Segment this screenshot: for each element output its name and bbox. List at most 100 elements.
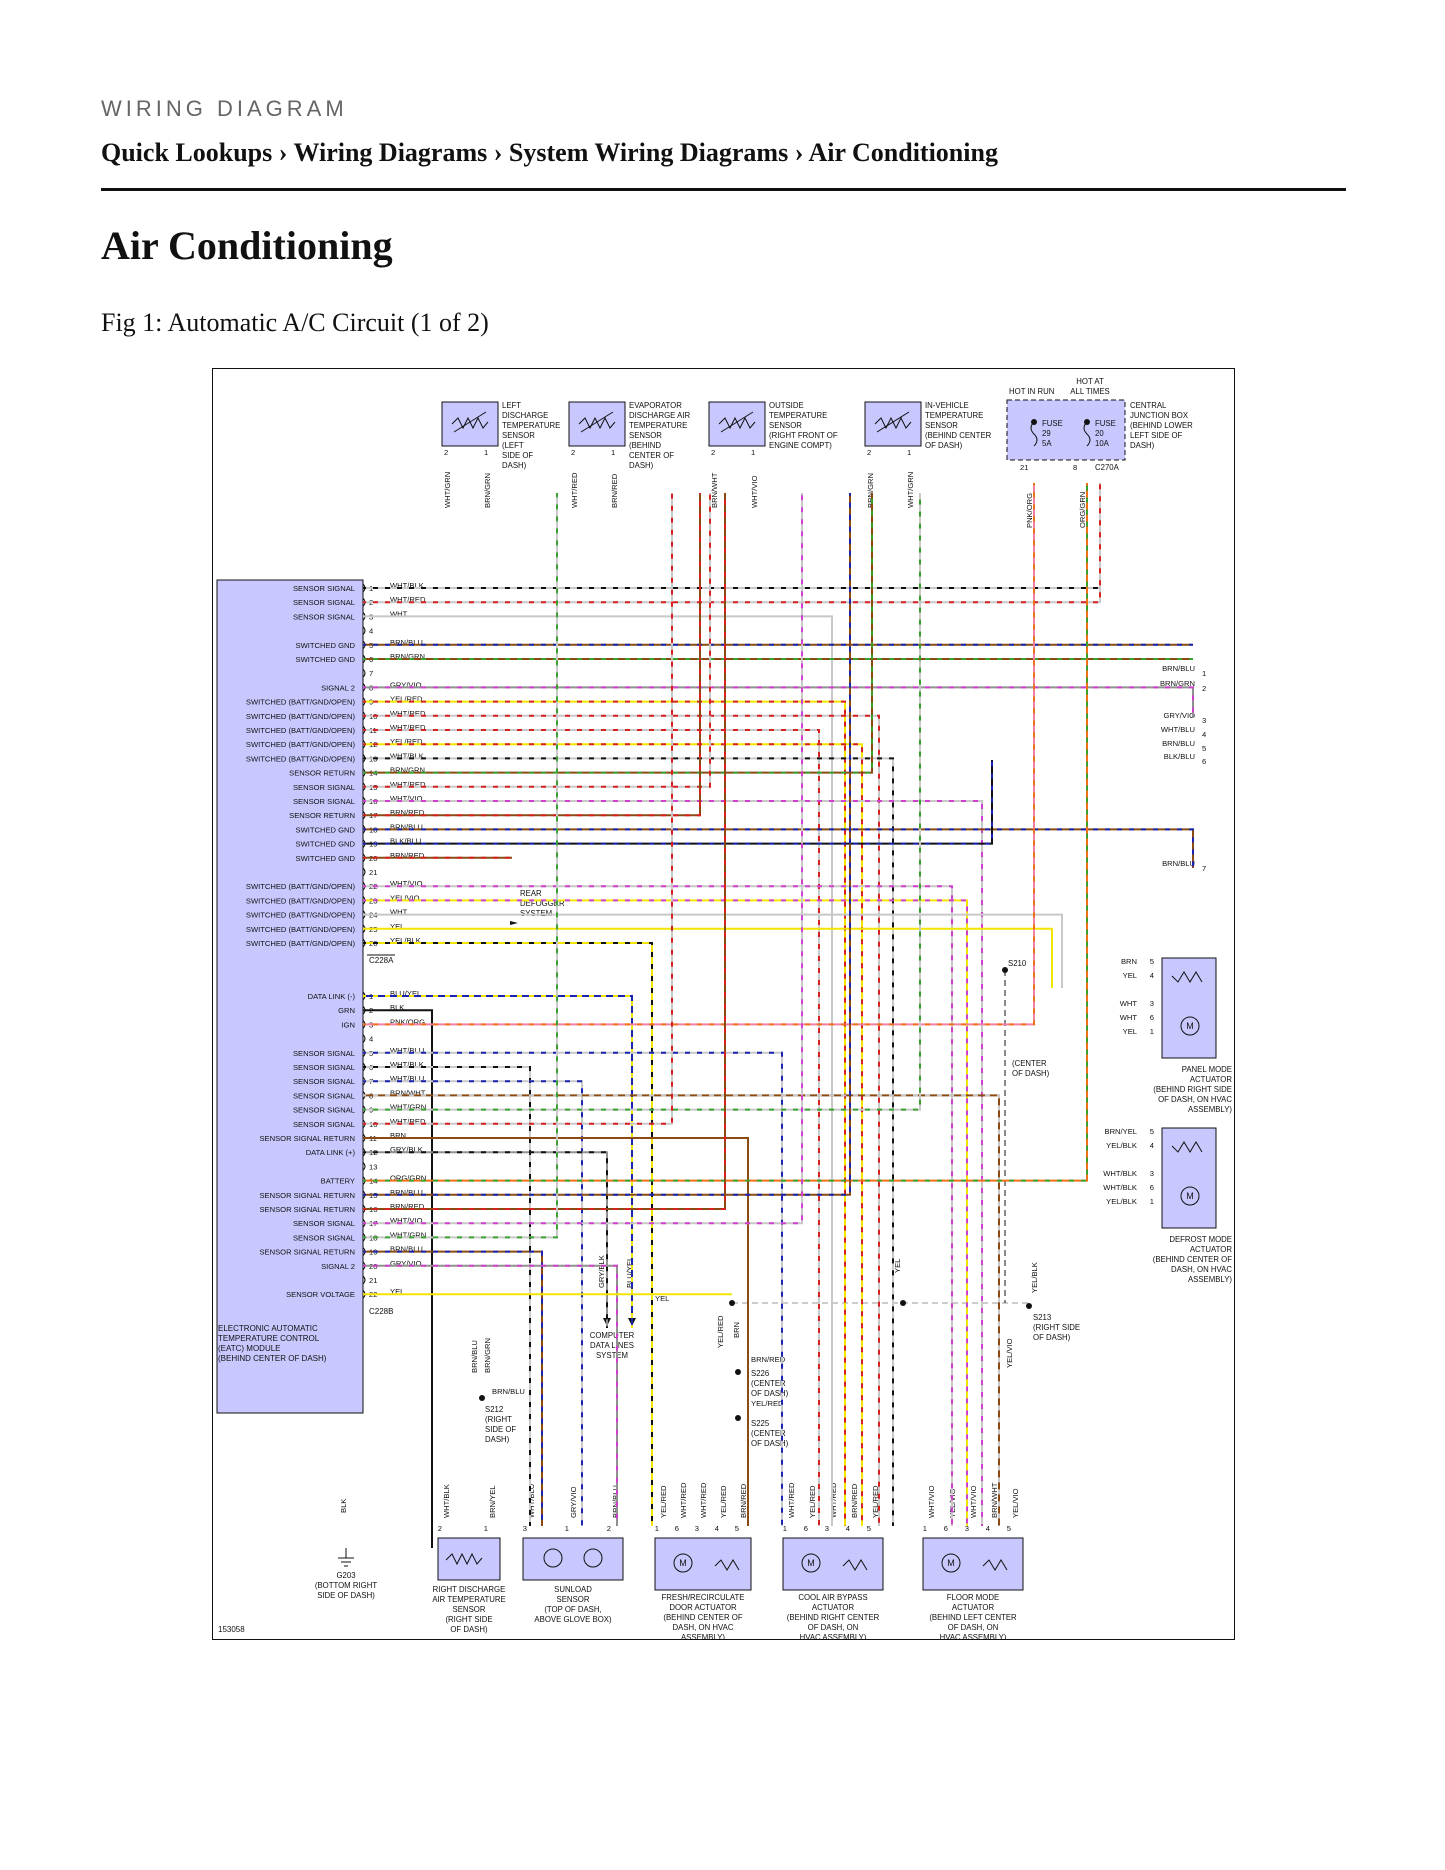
connector-a-pin-name: SWITCHED (BATT/GND/OPEN) xyxy=(246,754,356,763)
connector-b-pin-name: SENSOR SIGNAL xyxy=(293,1091,355,1100)
right-connector-wire-label: BRN/BLU xyxy=(1162,664,1195,673)
fuse-pin-number: 21 xyxy=(1020,463,1028,472)
bottom-component-pin-number: 1 xyxy=(484,1524,488,1533)
connector-a-wire-label: YEL/RED xyxy=(390,695,423,704)
connector-a-pin-mark xyxy=(362,626,366,635)
connector-a-wire-label: WHT/RED xyxy=(390,723,426,732)
bottom-component-pin-number: 2 xyxy=(438,1524,442,1533)
connector-a-pin-name: SWITCHED GND xyxy=(296,641,356,650)
potentiometer-symbol xyxy=(1171,1141,1203,1153)
connector-a-pin-name: SENSOR SIGNAL xyxy=(293,783,355,792)
panel-mode-actuator-pin-number: 4 xyxy=(1150,971,1154,980)
splice-s212 xyxy=(479,1395,485,1401)
bottom-component-label: ABOVE GLOVE BOX) xyxy=(534,1615,612,1624)
top-sensor-wire-label: BRN/GRN xyxy=(483,473,492,508)
header-divider xyxy=(101,188,1346,191)
bottom-component-wire-label: YEL/RED xyxy=(659,1485,668,1518)
connector-a-pin-name: SWITCHED (BATT/GND/OPEN) xyxy=(246,939,356,948)
figure-caption: Fig 1: Automatic A/C Circuit (1 of 2) xyxy=(101,308,489,337)
mid-wire-label: BLU/YEL xyxy=(625,1257,634,1288)
defrost-mode-actuator-label: (BEHIND CENTER OF xyxy=(1153,1255,1233,1264)
bottom-component-wire-label: YEL/RED xyxy=(871,1485,880,1518)
computer-data-lines-label: COMPUTER xyxy=(590,1331,635,1340)
yel-bus-node xyxy=(729,1300,735,1306)
top-sensor-label: DISCHARGE AIR xyxy=(629,411,690,420)
defrost-mode-actuator-wire-label: YEL/BLK xyxy=(1106,1197,1137,1206)
splice-s212-location: SIDE OF xyxy=(485,1425,516,1434)
top-sensor-label: SENSOR xyxy=(925,421,958,430)
fuse-label: FUSE xyxy=(1095,419,1116,428)
bottom-component-box xyxy=(654,1537,752,1591)
connector-a-pin-name: SENSOR RETURN xyxy=(289,811,355,820)
breadcrumb-air-conditioning[interactable]: Air Conditioning xyxy=(808,138,998,167)
computer-data-lines-label: DATA LINES xyxy=(590,1341,634,1350)
connector-a-wire-label: WHT/VIO xyxy=(390,879,423,888)
connector-a-wire xyxy=(363,483,1101,589)
mid-wire-label: BRN/RED xyxy=(751,1355,786,1364)
connector-a-pin-name: SWITCHED (BATT/GND/OPEN) xyxy=(246,698,356,707)
mid-wire-label: YEL xyxy=(893,1259,902,1273)
breadcrumb-wiring-diagrams[interactable]: Wiring Diagrams xyxy=(293,138,488,167)
connector-a-wire-label: WHT/RED xyxy=(390,709,426,718)
splice-s212-location: DASH) xyxy=(485,1435,510,1444)
top-sensor-pin-number: 2 xyxy=(867,448,871,457)
mid-wire-label: BRN/BLU xyxy=(492,1387,525,1396)
mid-wire-label: YEL/RED xyxy=(751,1399,784,1408)
diagram-frame xyxy=(212,368,1235,1640)
connector-a-wire-tracer xyxy=(363,493,873,774)
connector-b-pin-name: GRN xyxy=(338,1006,355,1015)
defrost-mode-actuator-box xyxy=(1161,1127,1217,1229)
splice-s225-label: S225 xyxy=(751,1419,770,1428)
top-sensor-pin-number: 2 xyxy=(571,448,575,457)
motor-symbol-letter: M xyxy=(679,1558,687,1568)
potentiometer-symbol xyxy=(982,1559,1008,1571)
bottom-component-label: FLOOR MODE xyxy=(947,1593,999,1602)
breadcrumb-system-wiring-diagrams[interactable]: System Wiring Diagrams xyxy=(508,138,789,167)
connector-b-wire-label: BLU/YEL xyxy=(390,989,421,998)
connector-b-wire-label: WHT/GRN xyxy=(390,1103,426,1112)
yel-bus-node xyxy=(900,1300,906,1306)
thermistor-symbol xyxy=(445,1552,483,1566)
bottom-component-wire-label: WHT/BLU xyxy=(527,1484,536,1518)
connector-a-wire-label: BRN/GRN xyxy=(390,766,425,775)
bottom-component-label: (BEHIND RIGHT CENTER xyxy=(787,1613,880,1622)
panel-mode-actuator-label: (BEHIND RIGHT SIDE xyxy=(1153,1085,1232,1094)
mid-wire-label: YEL/RED xyxy=(716,1315,725,1348)
bottom-component-label: (BEHIND LEFT CENTER xyxy=(929,1613,1017,1622)
connector-a-wire-label: WHT/BLK xyxy=(390,581,424,590)
breadcrumb-quick-lookups[interactable]: Quick Lookups xyxy=(101,138,273,167)
bottom-component-wire-label: WHT/RED xyxy=(829,1482,838,1518)
connector-b-pin-name: SENSOR SIGNAL xyxy=(293,1063,355,1072)
bottom-component-wire-label: YEL/VIO xyxy=(1011,1488,1020,1518)
top-sensor-label: (LEFT xyxy=(502,441,524,450)
connector-b-pin-name: SENSOR SIGNAL xyxy=(293,1233,355,1242)
thermistor-arrow xyxy=(580,411,614,433)
page-title: Air Conditioning xyxy=(101,223,393,268)
bottom-component-pin-number: 2 xyxy=(607,1524,611,1533)
connector-a-wire-tracer xyxy=(363,729,820,1526)
bottom-component-wire-label: WHT/RED xyxy=(699,1482,708,1518)
connector-a-wire-label: BRN/BLU xyxy=(390,638,423,647)
photodiode-symbol xyxy=(583,1548,603,1568)
connector-a-pin-name: SENSOR SIGNAL xyxy=(293,598,355,607)
junction-box xyxy=(1006,399,1126,461)
junction-box-label: DASH) xyxy=(1130,441,1155,450)
connector-a-wire-tracer xyxy=(363,743,863,1526)
connector-a-pin-name: SENSOR RETURN xyxy=(289,769,355,778)
bottom-component-label: (RIGHT SIDE xyxy=(445,1615,492,1624)
connector-c270a-label: C270A xyxy=(1095,463,1120,472)
connector-b-wire-tracer xyxy=(363,493,803,1225)
mid-wire-label: BLK xyxy=(339,1499,348,1513)
ground-symbol xyxy=(338,1548,354,1567)
motor-symbol xyxy=(1180,1016,1200,1036)
right-connector-wire-label: BRN/BLU xyxy=(1162,859,1195,868)
connector-b-pin-name: DATA LINK (+) xyxy=(306,1148,356,1157)
connector-a-pin-number: 4 xyxy=(369,627,373,636)
connector-a-wire-tracer xyxy=(363,800,983,1526)
thermistor-arrow xyxy=(453,411,487,433)
splice-s210-label: S210 xyxy=(1008,959,1027,968)
connector-a-wire-tracer xyxy=(363,760,993,845)
panel-mode-actuator-pin-number: 5 xyxy=(1150,957,1154,966)
bottom-component-wire-label: YEL/RED xyxy=(808,1485,817,1518)
